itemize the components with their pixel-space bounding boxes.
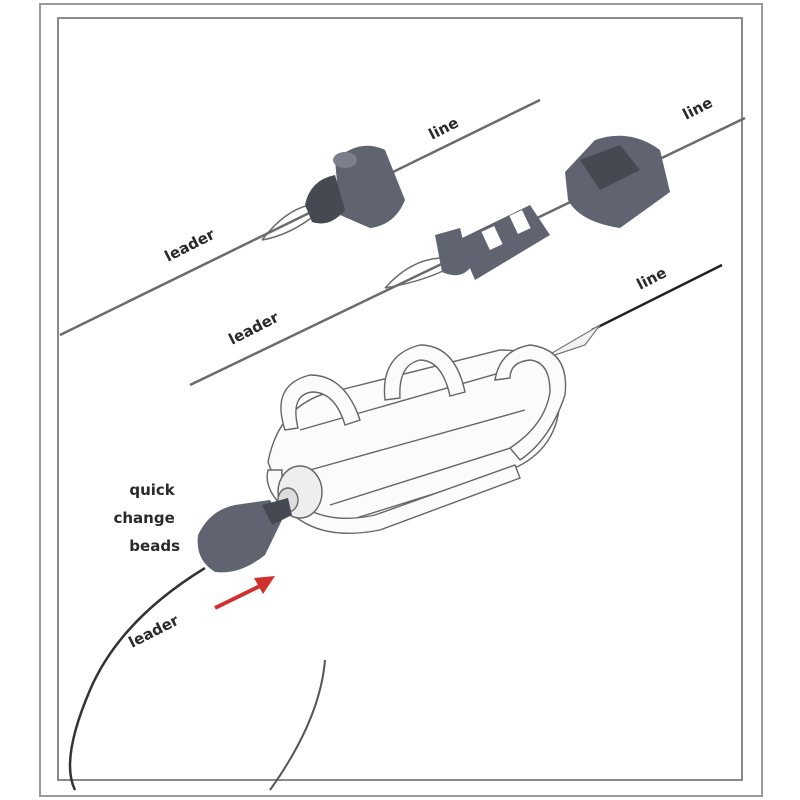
feeder-line: [591, 263, 723, 332]
rig-one: line leader: [59, 98, 541, 337]
label-leader-rig-two: leader: [226, 308, 283, 349]
rig-two-leader-loop: [384, 257, 446, 289]
label-line-feeder: line: [634, 263, 670, 293]
quick-change-bead: [197, 498, 292, 573]
hook-length-end: [269, 659, 326, 791]
label-leader-feeder: leader: [126, 611, 183, 652]
feeder-tail-cone: [539, 324, 601, 361]
cage-feeder: [266, 344, 567, 534]
feeder-leader: [68, 566, 206, 791]
label-line-rig-two: line: [680, 93, 716, 123]
label-leader-rig-one: leader: [162, 225, 219, 266]
label-line-rig-one: line: [426, 113, 462, 143]
rig-two-swivel-clip: [435, 205, 550, 280]
rig-one-bead: [305, 145, 405, 228]
arrow-icon: [214, 576, 275, 610]
inner-frame: [57, 17, 743, 781]
feeder-rig: line quick change beads leader: [68, 263, 723, 791]
label-quick-change-beads: quick change beads: [113, 481, 180, 555]
outer-frame: [39, 3, 763, 797]
rig-two-bead: [565, 135, 670, 228]
rig-one-line: [59, 98, 541, 337]
rig-two: line leader: [189, 93, 746, 387]
